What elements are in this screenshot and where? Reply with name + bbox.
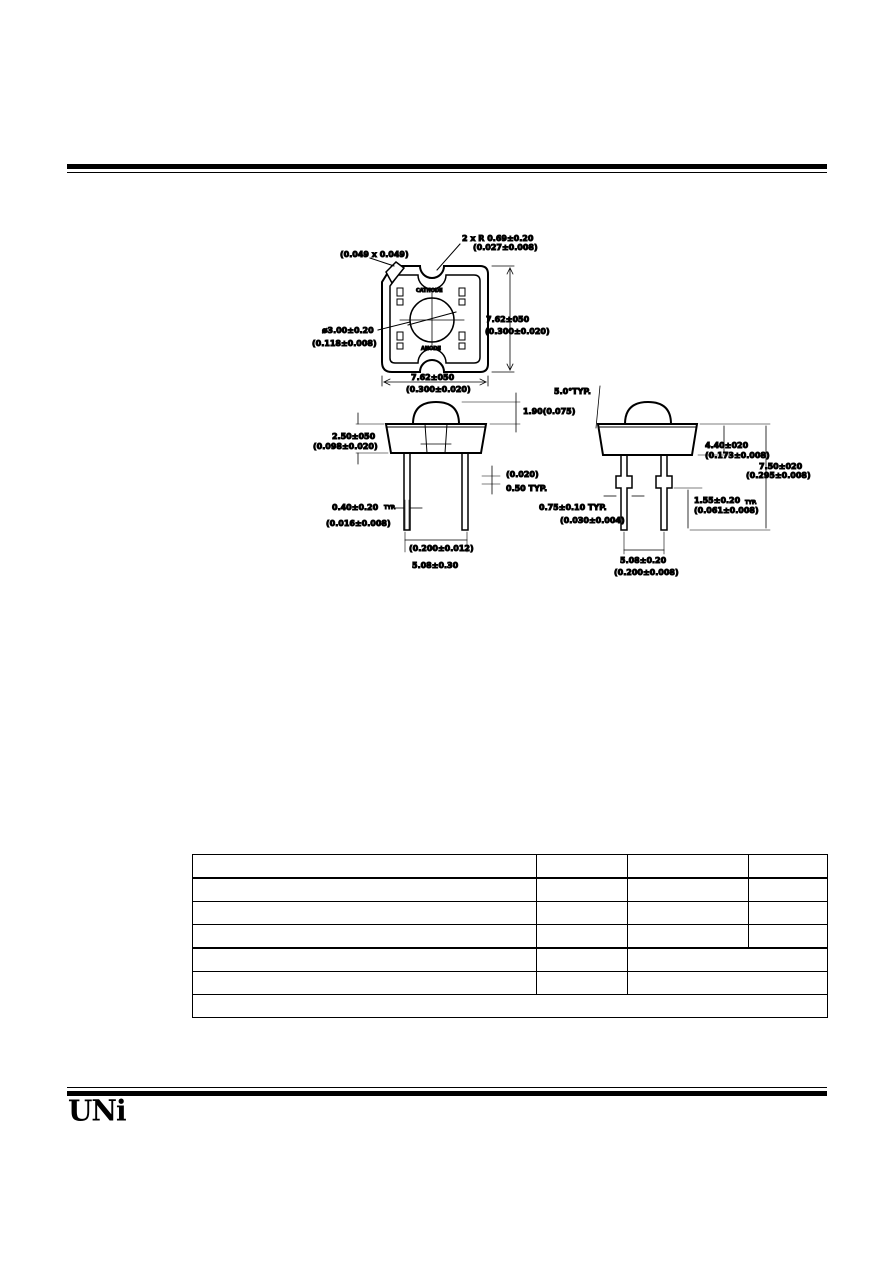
top-view: CATHODE ANODE 2 x R 0.69±0.20 (0.027±0.0… bbox=[312, 234, 551, 395]
lead-width-mm: 0.40±0.20 bbox=[332, 503, 379, 512]
spec-table bbox=[192, 854, 828, 1018]
table-row bbox=[192, 877, 828, 902]
table-cell bbox=[192, 947, 537, 972]
table-cell bbox=[536, 924, 628, 949]
table-cell bbox=[748, 877, 828, 902]
footer-rule-thick bbox=[67, 1091, 827, 1096]
table-row bbox=[192, 854, 828, 879]
table-cell bbox=[627, 854, 749, 879]
lead-width-typ: TYP. bbox=[384, 505, 396, 511]
front-h2-in: (0.295±0.008) bbox=[746, 471, 811, 480]
front-dome bbox=[623, 400, 673, 426]
slot-callout: 2 x R 0.69±0.20 bbox=[462, 234, 534, 243]
side-pitch-in: (0.200±0.012) bbox=[409, 544, 474, 553]
lead-width-in: (0.016±0.008) bbox=[326, 519, 391, 528]
table-row bbox=[192, 971, 828, 995]
table-cell bbox=[536, 854, 628, 879]
draft-angle: 5.0°TYP. bbox=[554, 387, 591, 396]
lens-diameter-line bbox=[407, 311, 457, 326]
header-rule-thick bbox=[67, 164, 827, 169]
table-cell bbox=[536, 971, 628, 995]
table-cell bbox=[192, 971, 537, 995]
table-row bbox=[192, 994, 828, 1018]
front-pitch-in: (0.200±0.008) bbox=[614, 568, 679, 577]
side-pitch-mm: 5.08±0.30 bbox=[412, 561, 459, 570]
shoulder-mm: 0.75±0.10 TYP. bbox=[539, 503, 607, 512]
body-height-in: (0.098±0.020) bbox=[313, 442, 378, 451]
stop-in: (0.061±0.008) bbox=[694, 506, 759, 515]
slot-callout-in: (0.027±0.008) bbox=[473, 243, 538, 252]
height-mm: 7.62±050 bbox=[486, 315, 530, 324]
header-rule-thin bbox=[67, 172, 827, 173]
table-cell bbox=[748, 854, 828, 879]
stop-typ: TYP. bbox=[745, 500, 757, 506]
footer-rule-thin bbox=[67, 1087, 827, 1088]
lead-gap-mm: 0.50 TYP. bbox=[506, 484, 547, 493]
table-cell bbox=[748, 924, 828, 949]
lead-gap-in: (0.020) bbox=[506, 470, 539, 479]
front-h2-mm: 7.50±020 bbox=[759, 462, 803, 471]
table-cell bbox=[627, 947, 828, 972]
front-lead-left bbox=[615, 454, 633, 531]
table-cell bbox=[192, 877, 537, 902]
height-in: (0.300±0.020) bbox=[485, 327, 550, 336]
table-cell bbox=[536, 901, 628, 925]
front-lead-right bbox=[655, 454, 673, 531]
table-cell bbox=[192, 854, 537, 879]
lens-dia-label: ø3.00±0.20 bbox=[322, 326, 374, 335]
table-cell bbox=[192, 924, 537, 949]
front-body bbox=[596, 423, 699, 456]
table-row bbox=[192, 901, 828, 925]
table-row bbox=[192, 924, 828, 949]
table-cell bbox=[536, 877, 628, 902]
width-in: (0.300±0.020) bbox=[406, 385, 471, 394]
side-lead-right bbox=[461, 452, 469, 531]
pads bbox=[396, 287, 466, 350]
table-cell bbox=[192, 901, 537, 925]
cathode-label: CATHODE bbox=[416, 288, 443, 294]
top-view-outline bbox=[381, 265, 489, 373]
table-cell bbox=[748, 901, 828, 925]
top-view-inner-outline bbox=[389, 274, 481, 364]
table-cell bbox=[627, 924, 749, 949]
table-row bbox=[192, 947, 828, 972]
table-cell bbox=[627, 877, 749, 902]
width-mm: 7.62±050 bbox=[411, 373, 455, 382]
front-h1-mm: 4.40±020 bbox=[705, 441, 749, 450]
table-cell bbox=[192, 994, 828, 1018]
side-lead-left bbox=[403, 452, 411, 531]
front-view: 5.0°TYP. 4.40±020 (0.173±0.008) 7.50±020… bbox=[539, 385, 811, 578]
table-cell bbox=[627, 971, 828, 995]
anode-label: ANODE bbox=[421, 346, 441, 352]
body-height-mm: 2.50±050 bbox=[332, 432, 376, 441]
shoulder-in: (0.030±0.004) bbox=[560, 516, 625, 525]
stop-mm: 1.55±0.20 bbox=[694, 496, 741, 505]
dome-height: 1.90(0.075) bbox=[523, 407, 575, 416]
table-cell bbox=[627, 901, 749, 925]
table-cell bbox=[536, 947, 628, 972]
side-view: 1.90(0.075) 2.50±050 (0.098±0.020) (0.02… bbox=[313, 392, 576, 571]
lens-dia-in: (0.118±0.008) bbox=[312, 339, 377, 348]
front-h1-in: (0.173±0.008) bbox=[705, 451, 770, 460]
package-dimension-drawing: CATHODE ANODE 2 x R 0.69±0.20 (0.027±0.0… bbox=[312, 234, 812, 578]
chamfer-tab bbox=[385, 261, 406, 285]
side-dome bbox=[411, 400, 461, 426]
brand-logo: UNi bbox=[68, 1093, 127, 1128]
front-pitch-mm: 5.08±0.20 bbox=[620, 556, 667, 565]
side-body bbox=[384, 423, 488, 454]
chamfer-label: (0.049 x 0.049) bbox=[340, 250, 409, 259]
